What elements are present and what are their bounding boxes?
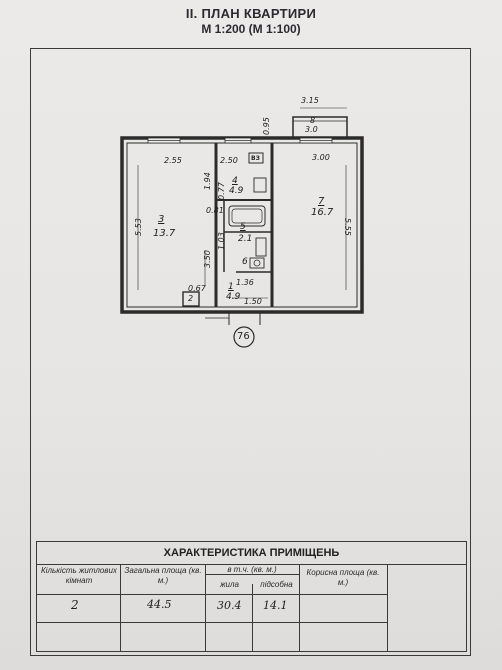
- col-incl-header: в т.ч. (кв. м.): [227, 565, 277, 574]
- characteristics-table: ХАРАКТЕРИСТИКА ПРИМІЩЕНЬ Кількість житло…: [36, 541, 467, 652]
- closet: [182, 291, 200, 307]
- room-8-area: 3.0: [305, 125, 318, 134]
- col-rooms-header: Кількість житлових кімнат: [41, 566, 117, 585]
- room-7-area: 16.7: [311, 207, 334, 218]
- apartment-number-circle: [233, 326, 255, 348]
- room-2-number: 2: [188, 294, 194, 303]
- dim-bath-side: 0.77: [217, 182, 226, 200]
- dim-hall-a: 1.36: [236, 278, 254, 287]
- room-5-number: 5: [240, 222, 246, 232]
- value-aux: 14.1: [263, 599, 288, 612]
- col-useful-header: Корисна площа (кв. м.): [306, 568, 380, 587]
- dim-kitchen-side: 1.94: [203, 172, 212, 190]
- dim-left-top: 2.55: [164, 156, 182, 165]
- apartment-number: 76: [237, 331, 250, 342]
- col-total-header: Загальна площа (кв. м.): [124, 566, 202, 585]
- dim-balcony-depth: 0.95: [262, 117, 271, 135]
- dim-closet: 0.67: [188, 284, 206, 293]
- dim-hall-height: 3.50: [203, 250, 212, 268]
- dim-left-height: 5.53: [134, 218, 143, 236]
- value-living: 30.4: [217, 599, 242, 612]
- balcony: [292, 116, 348, 139]
- plan-scale: М 1:200 (М 1:100): [201, 22, 301, 36]
- plan-title: II. ПЛАН КВАРТИРИ: [185, 6, 317, 21]
- room-1-area: 4.9: [226, 292, 241, 302]
- stove-label: ВЗ: [251, 155, 260, 162]
- room-4-number: 4: [232, 176, 238, 186]
- value-rooms: 2: [71, 598, 79, 612]
- col-aux-header: підсобна: [260, 580, 293, 589]
- plan-frame: [30, 48, 471, 656]
- dim-mid-top: 2.50: [220, 156, 238, 165]
- room-4-area: 4.9: [229, 186, 244, 196]
- col-living-header: жила: [220, 580, 239, 589]
- room-7-number: 7: [318, 196, 325, 207]
- table-title: ХАРАКТЕРИСТИКА ПРИМІЩЕНЬ: [37, 542, 466, 565]
- room-6-number: 6: [242, 257, 248, 267]
- room-1-number: 1: [228, 282, 234, 292]
- room-8-number: 8: [310, 116, 316, 125]
- dim-wc-side: 1.03: [217, 232, 226, 250]
- dim-top-width: 3.15: [301, 96, 319, 105]
- room-5-area: 2.1: [238, 234, 253, 244]
- value-total: 44.5: [147, 598, 172, 611]
- room-3-area: 13.7: [153, 228, 176, 239]
- dim-right-height: 5.55: [343, 218, 352, 236]
- room-3-number: 3: [158, 214, 165, 225]
- dim-right-top: 3.00: [312, 153, 330, 162]
- dim-bath-gap: 0.81: [206, 206, 224, 215]
- floor-plan: [120, 107, 364, 348]
- dim-hall-bottom: 1.50: [244, 297, 262, 306]
